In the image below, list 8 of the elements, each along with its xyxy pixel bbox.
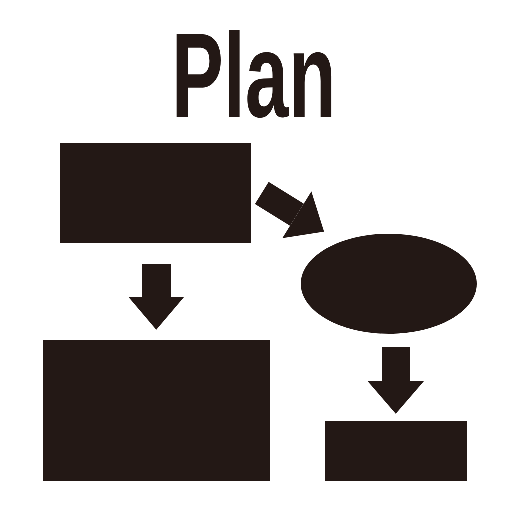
block-arrow bbox=[368, 347, 424, 414]
ellipse bbox=[301, 234, 477, 334]
box bbox=[60, 143, 251, 243]
box bbox=[43, 340, 270, 481]
block-arrow bbox=[128, 264, 184, 330]
block-arrow bbox=[255, 182, 324, 238]
box bbox=[325, 421, 467, 481]
title: Plan bbox=[176, 30, 332, 118]
